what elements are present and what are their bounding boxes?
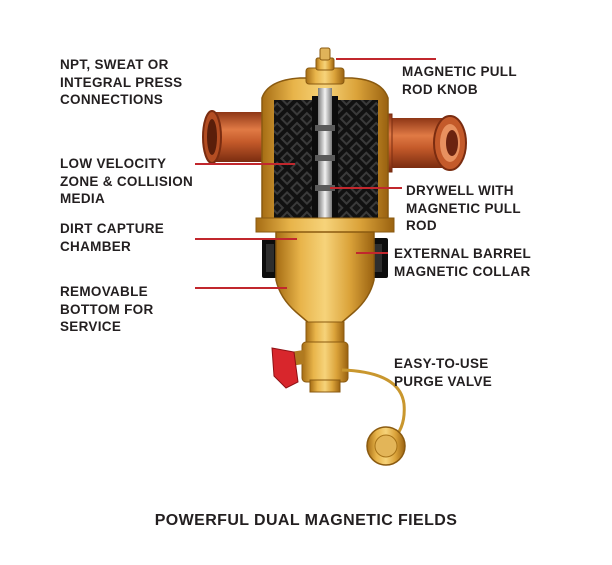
dirt-capture-chamber: [275, 231, 375, 325]
magnetic-pull-rod: [315, 88, 335, 218]
valve-handle: [271, 347, 299, 389]
label-connections: NPT, SWEAT OR INTEGRAL PRESS CONNECTIONS: [60, 57, 183, 107]
label-magnetic-collar: EXTERNAL BARREL MAGNETIC COLLAR: [394, 246, 532, 279]
purge-valve: [271, 321, 349, 393]
purge-cap: [341, 368, 406, 466]
pull-rod-knob: [305, 47, 345, 85]
label-purge-valve: EASY-TO-USE PURGE VALVE: [394, 356, 493, 389]
leader-knob: [336, 58, 436, 60]
label-removable-bottom: REMOVABLE BOTTOM FOR SERVICE: [60, 284, 154, 334]
label-low-velocity: LOW VELOCITY ZONE & COLLISION MEDIA: [60, 156, 194, 206]
leader-collar: [356, 252, 388, 254]
leader-dirt: [195, 238, 297, 240]
label-dirt-capture: DIRT CAPTURE CHAMBER: [60, 221, 165, 254]
caption: POWERFUL DUAL MAGNETIC FIELDS: [154, 512, 458, 529]
leader-drywell: [330, 187, 402, 189]
body-band: [255, 217, 395, 233]
leader-removable: [195, 287, 287, 289]
label-drywell: DRYWELL WITH MAGNETIC PULL ROD: [406, 183, 521, 233]
label-pull-rod-knob: MAGNETIC PULL ROD KNOB: [402, 64, 517, 97]
leader-velocity: [195, 163, 295, 165]
